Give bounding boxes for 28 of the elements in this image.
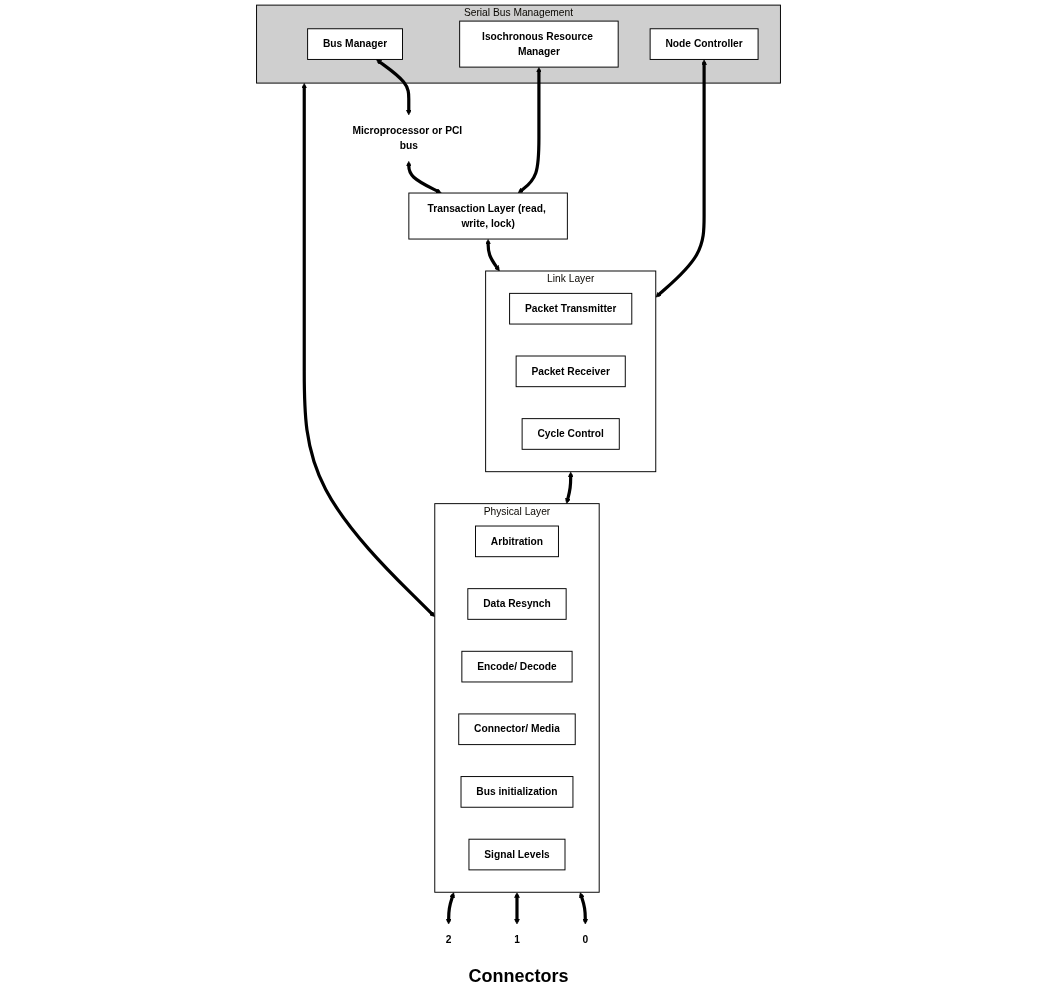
node-box: Packet Receiver (515, 355, 626, 388)
node-box: Node Controller (649, 28, 759, 60)
node-box: Data Resynch (467, 588, 567, 620)
node-box: Transaction Layer (read, write, lock) (408, 192, 568, 240)
node-text: 1 (514, 933, 520, 945)
arrow (376, 59, 412, 116)
node-text: Microprocessor or PCI bus (352, 124, 463, 151)
node-box: Bus initialization (460, 776, 574, 808)
arrow (445, 892, 455, 925)
node-box: Arbitration (475, 525, 559, 558)
arrow (565, 471, 574, 504)
arrow (514, 892, 520, 925)
arrow (301, 83, 436, 617)
arrow (655, 59, 707, 298)
node-box: Cycle Control (521, 418, 620, 450)
caption-text: Connectors (468, 966, 569, 987)
node-box: Connector/ Media (458, 713, 576, 746)
node-box: Signal Levels (468, 838, 566, 871)
node-box: Encode/ Decode (461, 650, 573, 683)
node-box: Isochronous Resource Manager (459, 20, 619, 68)
node-box: Packet Transmitter (509, 292, 633, 325)
node-box: Bus Manager (307, 28, 403, 60)
arrow (517, 67, 542, 194)
node-text: 2 (445, 933, 452, 945)
node-text: 0 (582, 933, 589, 945)
arrow (485, 239, 500, 272)
arrow (579, 892, 589, 925)
arrow (405, 161, 442, 194)
